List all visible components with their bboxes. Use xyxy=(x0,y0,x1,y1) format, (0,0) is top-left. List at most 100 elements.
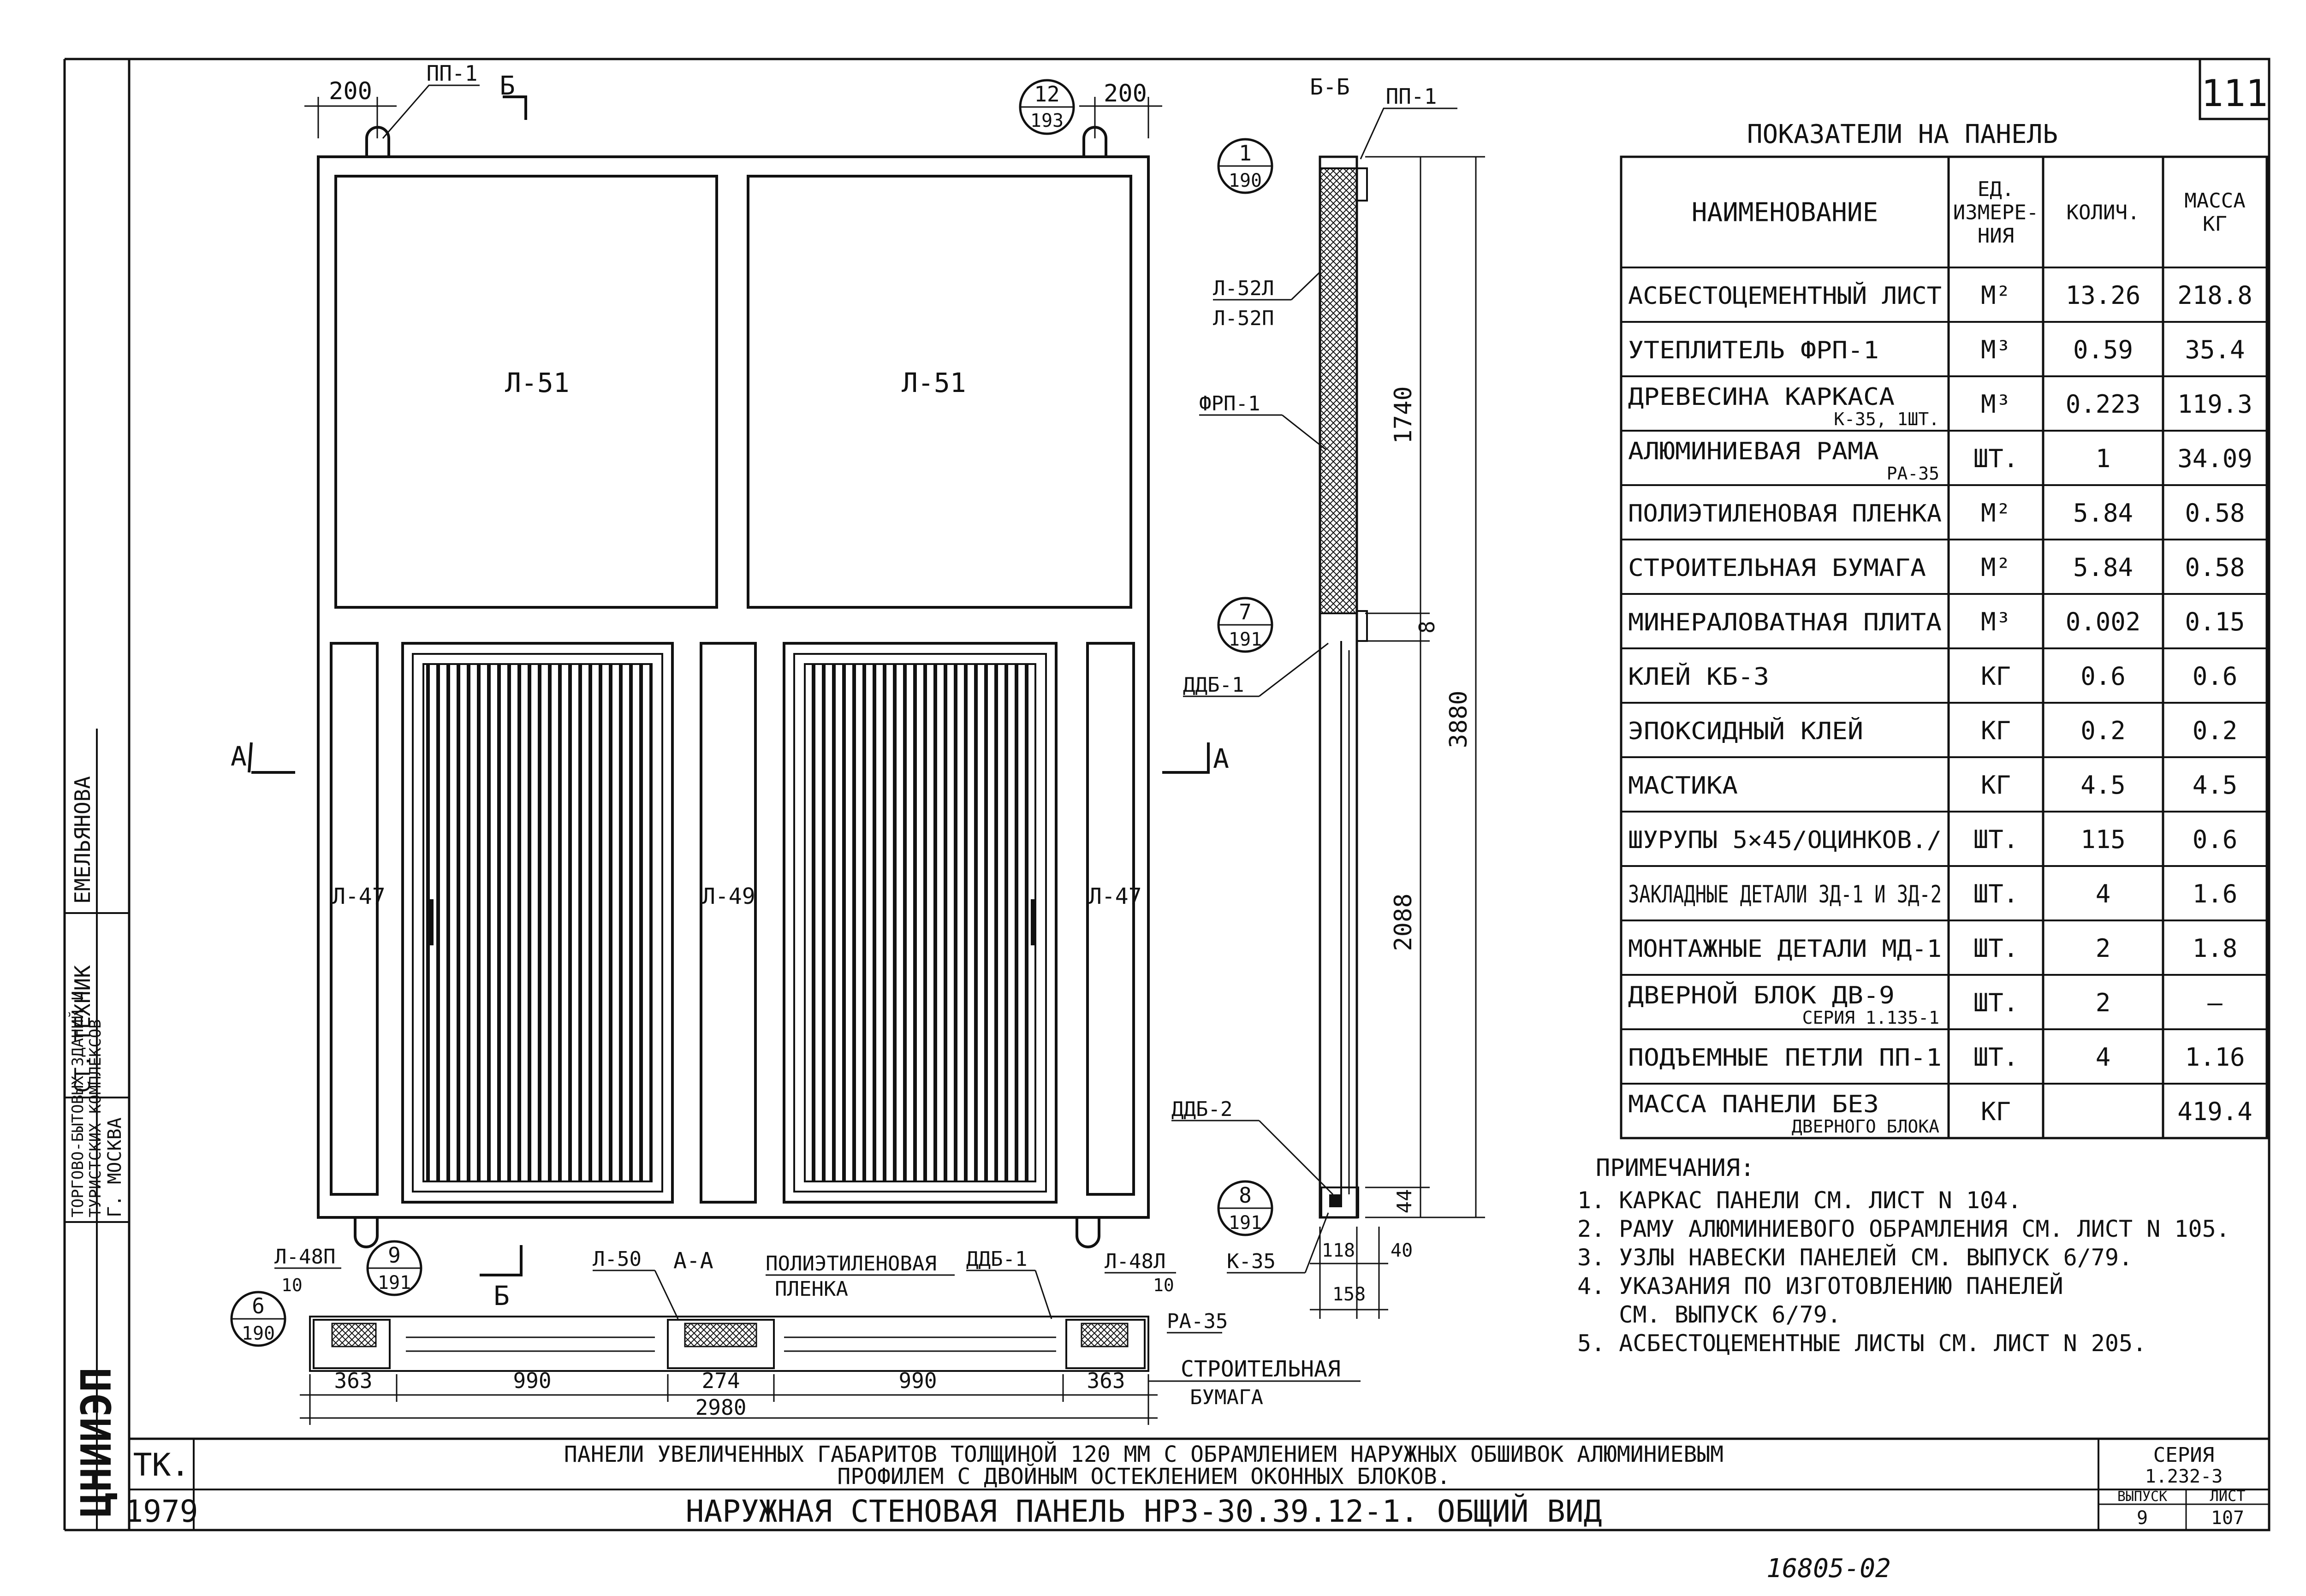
window-left xyxy=(334,175,718,609)
table-cell-mass: 0.6 xyxy=(2193,825,2238,854)
dim-118: 118 xyxy=(1322,1240,1355,1261)
table-cell-name: СТРОИТЕЛЬНАЯ БУМАГА xyxy=(1628,554,1926,582)
staff-role-text: СТ. ТЕХНИК xyxy=(70,965,95,1093)
title-org: ТК. xyxy=(133,1447,190,1483)
label-l48p: Л-48П xyxy=(274,1245,335,1269)
series-value: 1.232-3 xyxy=(2145,1466,2223,1487)
table-cell-qty: 0.002 xyxy=(2066,607,2141,636)
sheet-number-box: 111 xyxy=(2199,58,2270,120)
label-k35: К-35 xyxy=(1227,1250,1276,1273)
table-cell-qty: 5.84 xyxy=(2073,498,2133,528)
table-cell-qty: 0.2 xyxy=(2080,716,2126,745)
label-l48l: Л-48Л xyxy=(1105,1250,1165,1273)
section-mark-b-bottom: Б xyxy=(493,1280,510,1311)
callout-12: 12 193 xyxy=(1019,79,1075,135)
table-cell-name: КЛЕЙ КБ-3 xyxy=(1628,663,1769,691)
sheet-label: ЛИСТ xyxy=(2210,1487,2245,1505)
callout-7-num: 7 xyxy=(1239,599,1252,624)
table-cell-name: ПОЛИЭТИЛЕНОВАЯ ПЛЕНКА xyxy=(1628,500,1942,528)
org-city: Г. МОСКВА xyxy=(104,1117,125,1217)
label-film-1: ПОЛИЭТИЛЕНОВАЯ xyxy=(766,1252,937,1276)
title-year: 1979 xyxy=(125,1494,198,1529)
top-dimensions: 200 200 ПП-1 Б 12 193 xyxy=(304,61,1162,139)
table-cell-qty: 4 xyxy=(2096,1043,2111,1072)
callout-7-191: 7 191 xyxy=(1217,597,1273,653)
table-cell-name: ДРЕВЕСИНА КАРКАСА xyxy=(1628,383,1895,411)
window-right xyxy=(747,175,1132,609)
callout-8-191: 8 191 xyxy=(1217,1180,1273,1236)
dim-8: 8 xyxy=(1415,621,1439,634)
table-cell-qty: 2 xyxy=(2096,988,2111,1017)
table-title: ПОКАЗАТЕЛИ НА ПАНЕЛЬ xyxy=(1747,119,2058,149)
label-l47-left: Л-47 xyxy=(332,884,386,909)
table-cell-name: МОНТАЖНЫЕ ДЕТАЛИ МД-1 xyxy=(1628,935,1942,963)
table-cell-qty: 2 xyxy=(2096,934,2111,963)
dim-3880: 3880 xyxy=(1445,690,1473,748)
label-l51-right: Л-51 xyxy=(902,367,966,398)
label-l52l: Л-52Л xyxy=(1213,277,1274,300)
table-cell-unit: ШТ. xyxy=(1973,825,2019,854)
strip-l49 xyxy=(700,642,757,1204)
note-item: 4. УКАЗАНИЯ ПО ИЗГОТОВЛЕНИЮ ПАНЕЛЕЙ xyxy=(1577,1272,2063,1299)
table-cell-mass: 1.6 xyxy=(2193,879,2238,908)
label-pp1-top: ПП-1 xyxy=(427,61,478,86)
table-cell-sub: ДВЕРНОГО БЛОКА xyxy=(1792,1116,1939,1137)
callout-9-sheet: 191 xyxy=(378,1272,411,1293)
table-cell-unit: М² xyxy=(1981,281,2011,310)
table-cell-mass: 4.5 xyxy=(2193,771,2238,800)
panel-elevation: Л-51 Л-51 Л-47 Л-49 Л-47 200 xyxy=(231,61,1229,1311)
label-ra35: РА-35 xyxy=(1167,1310,1228,1333)
table-header-1-0: ЕД. xyxy=(1978,178,2014,201)
sheet-number: 111 xyxy=(2201,72,2268,115)
table-cell-name: МИНЕРАЛОВАТНАЯ ПЛИТА xyxy=(1628,609,1942,636)
callout-12-num: 12 xyxy=(1034,82,1059,107)
staff-name: ЕМЕЛЬЯНОВА xyxy=(70,776,95,904)
table-cell-sub: К-35, 1ШТ. xyxy=(1834,409,1939,429)
table-cell-name: ЭПОКСИДНЫЙ КЛЕЙ xyxy=(1628,717,1863,745)
label-film-2: ПЛЕНКА xyxy=(775,1277,848,1301)
door-right-glazing xyxy=(804,663,1036,1182)
note-item: 3. УЗЛЫ НАВЕСКИ ПАНЕЛЕЙ СМ. ВЫПУСК 6/79. xyxy=(1577,1244,2133,1271)
org-line-2: ТУРИСТСКИХ КОМПЛЕКСОВ xyxy=(86,1019,105,1217)
table-cell-name: УТЕПЛИТЕЛЬ ФРП-1 xyxy=(1628,337,1879,364)
dim-aa-990-right: 990 xyxy=(898,1368,937,1393)
door-right-frame xyxy=(783,642,1058,1204)
title-desc-line1: ПАНЕЛИ УВЕЛИЧЕННЫХ ГАБАРИТОВ ТОЛЩИНОЙ 12… xyxy=(564,1441,1724,1467)
table-cell-mass: 119.3 xyxy=(2177,390,2253,419)
section-bb-title: Б-Б xyxy=(1310,74,1350,100)
table-header-2-0: КОЛИЧ. xyxy=(2067,201,2140,224)
dim-10-right: 10 xyxy=(1153,1275,1174,1295)
table-cell-unit: М³ xyxy=(1981,335,2011,364)
section-mark-a-left: А xyxy=(231,741,247,772)
dim-44: 44 xyxy=(1393,1189,1416,1214)
label-l47-right: Л-47 xyxy=(1088,884,1142,909)
label-paper-1: СТРОИТЕЛЬНАЯ xyxy=(1181,1356,1341,1382)
table-header-0-0: НАИМЕНОВАНИЕ xyxy=(1692,198,1878,228)
notes: ПРИМЕЧАНИЯ: 1. КАРКАС ПАНЕЛИ СМ. ЛИСТ N … xyxy=(1577,1154,2230,1357)
callout-6-190: 6 190 xyxy=(230,1291,286,1347)
table-cell-qty: 4 xyxy=(2096,879,2111,908)
label-l51-left: Л-51 xyxy=(505,367,570,398)
table-cell-name: ДВЕРНОЙ БЛОК ДВ-9 xyxy=(1628,981,1895,1009)
dim-200-left: 200 xyxy=(329,77,372,105)
table-cell-mass: 1.16 xyxy=(2185,1043,2245,1072)
table-cell-name: МАССА ПАНЕЛИ БЕЗ xyxy=(1628,1091,1879,1118)
table-cell-unit: М² xyxy=(1981,498,2011,528)
table-cell-mass: 0.2 xyxy=(2193,716,2238,745)
callout-9-num: 9 xyxy=(388,1243,401,1268)
table-cell-qty: 0.59 xyxy=(2073,335,2133,364)
callout-12-sheet: 193 xyxy=(1030,110,1064,131)
table-cell-qty: 0.6 xyxy=(2080,662,2126,691)
institute-logo: ЦНИИЭП xyxy=(72,1367,121,1517)
section-mark-b-top: Б xyxy=(499,71,515,101)
table-cell-mass: 0.58 xyxy=(2185,498,2245,528)
table-cell-unit: ШТ. xyxy=(1973,444,2019,473)
table-cell-mass: 1.8 xyxy=(2193,934,2238,963)
issue-value: 9 xyxy=(2137,1507,2148,1529)
table-cell-unit: КГ xyxy=(1981,662,2011,691)
label-l50: Л-50 xyxy=(593,1247,642,1271)
issue-label: ВЫПУСК xyxy=(2117,1489,2167,1505)
table-cell-unit: ШТ. xyxy=(1973,1043,2019,1072)
drawing-title: НАРУЖНАЯ СТЕНОВАЯ ПАНЕЛЬ НРЗ-30.39.12-1.… xyxy=(686,1493,1602,1529)
door-left-frame xyxy=(401,642,674,1204)
